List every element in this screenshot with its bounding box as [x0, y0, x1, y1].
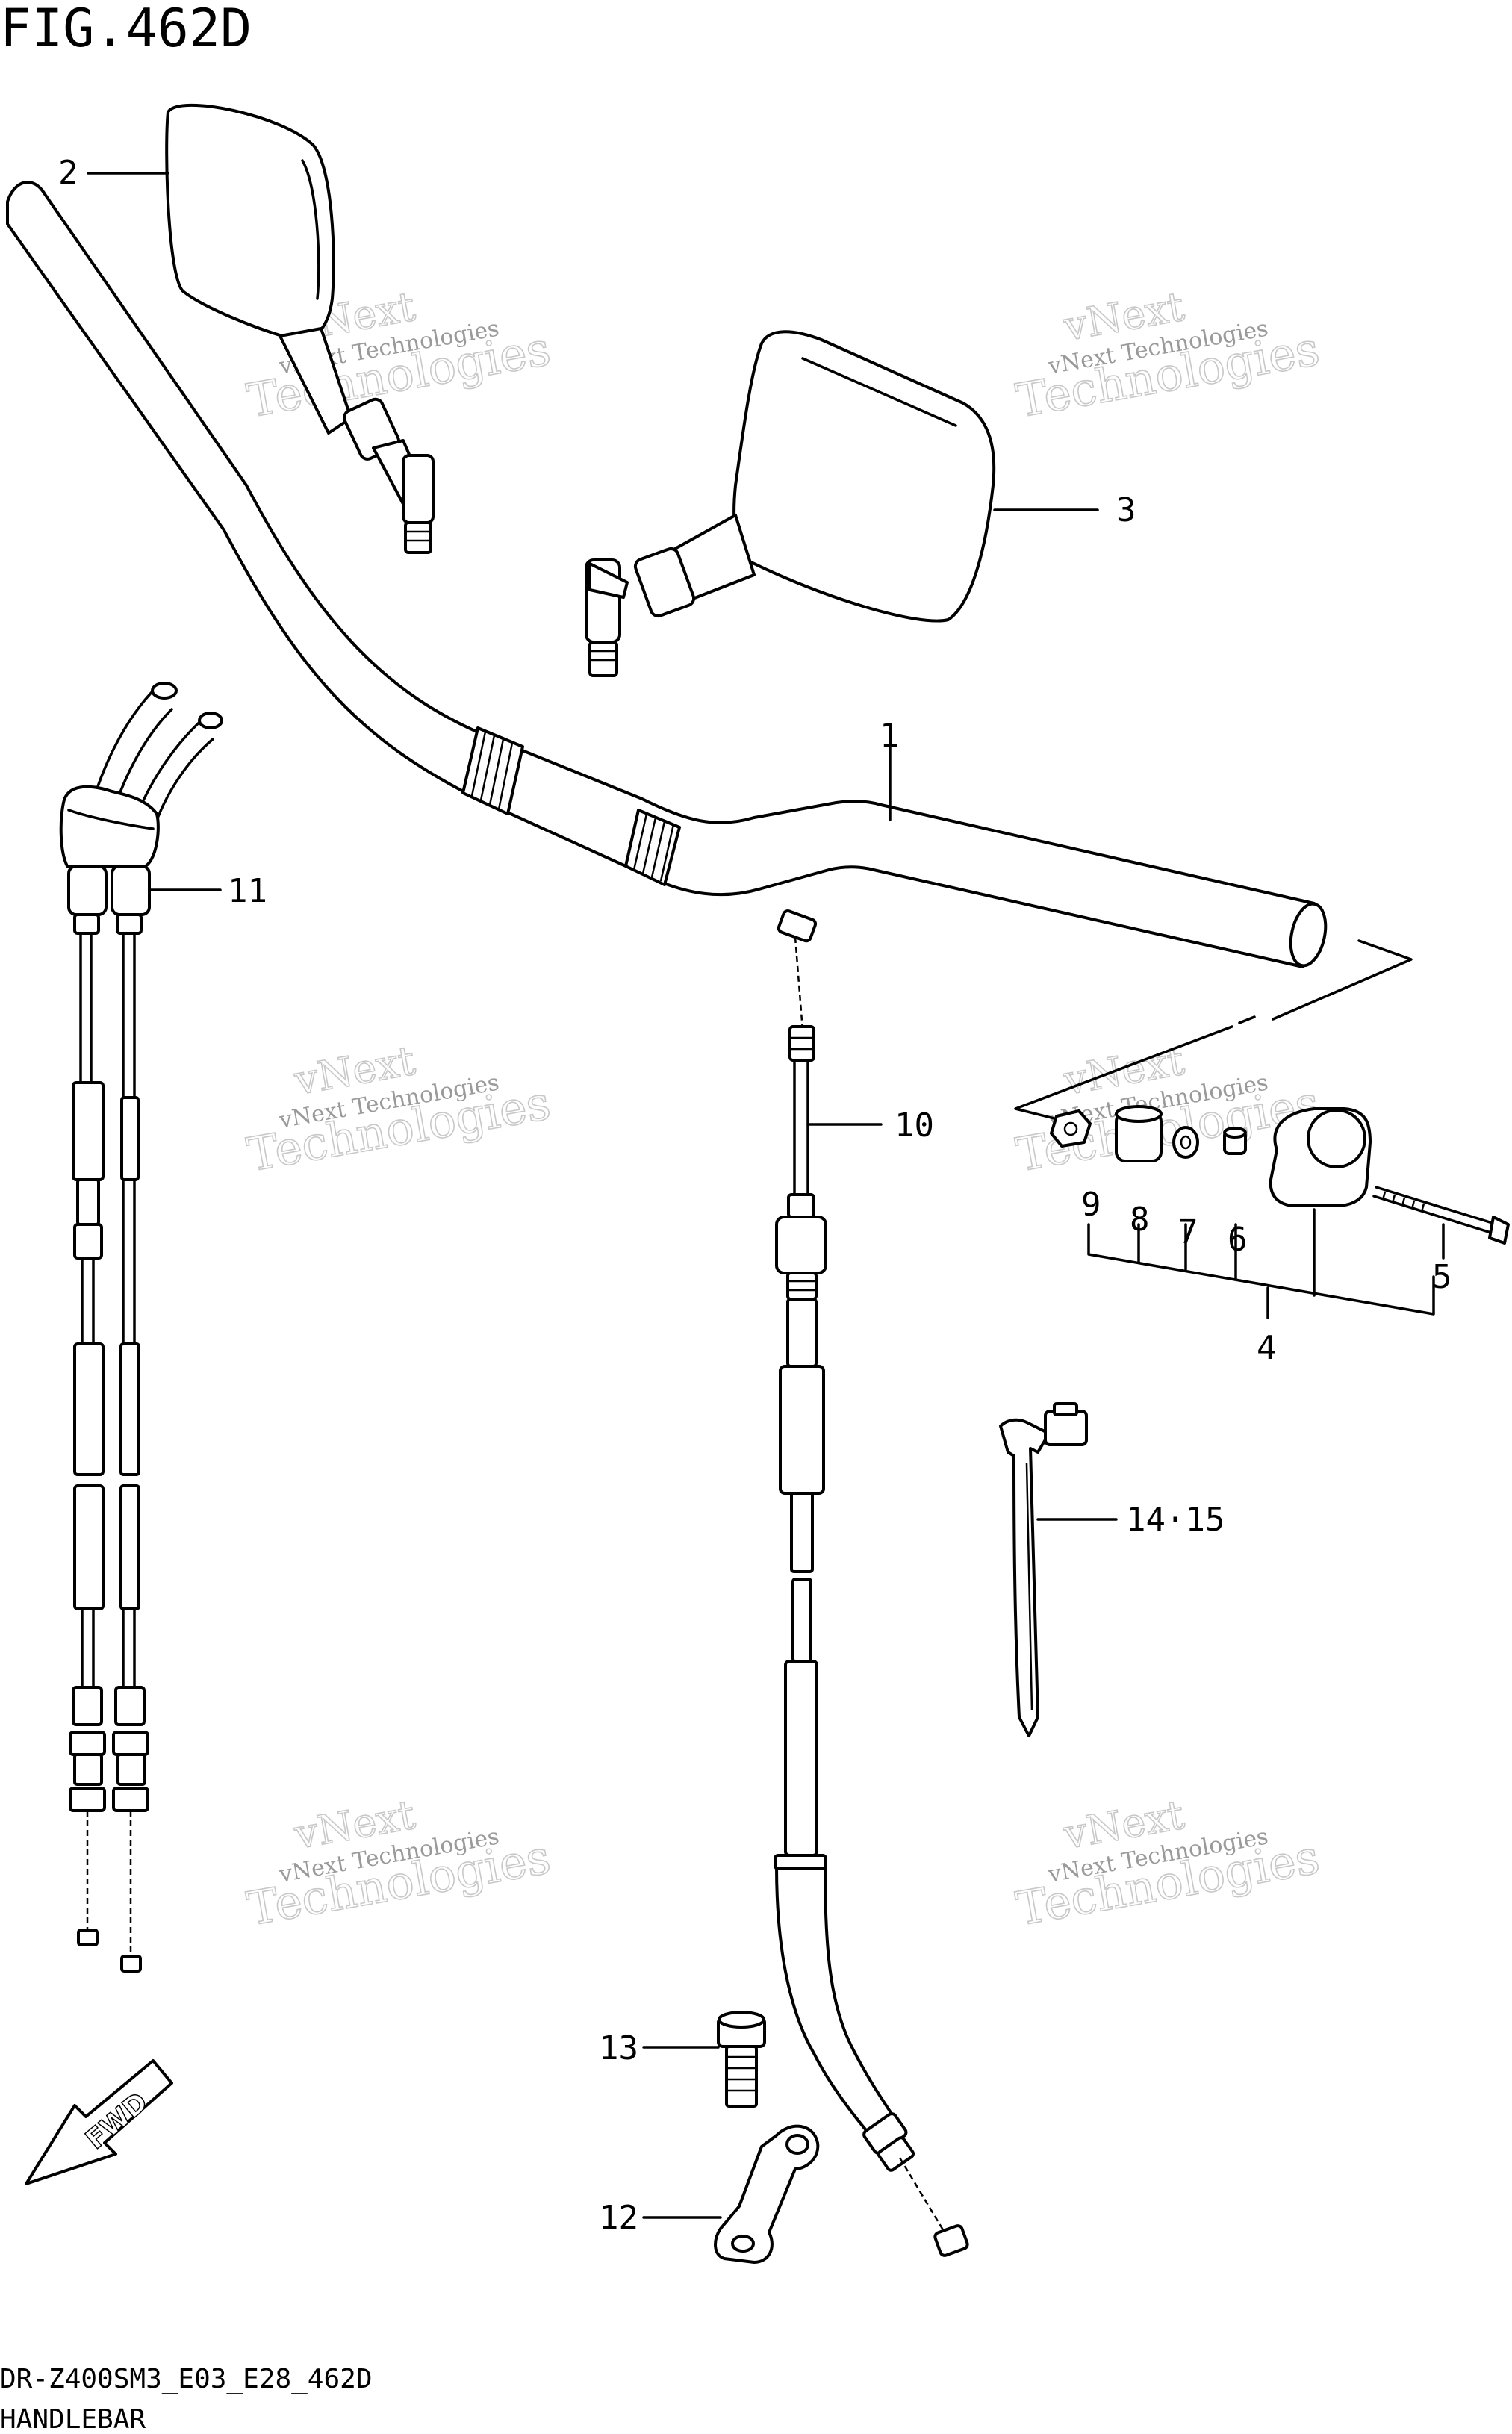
callout-1: 1 [880, 717, 900, 755]
cable-clamp [714, 2124, 820, 2264]
callout-7: 7 [1178, 1213, 1198, 1251]
callout-8: 8 [1130, 1201, 1150, 1239]
knurled-grip-band [461, 726, 524, 815]
figure-title: FIG.462D [0, 0, 252, 59]
knurled-grip-band [624, 809, 681, 886]
callout-5: 5 [1432, 1258, 1452, 1296]
callout-6: 6 [1228, 1221, 1248, 1259]
watermark: vNext vNext Technologies Technologies [1012, 282, 1324, 429]
throttle-cables [59, 682, 223, 1973]
left-mirror [165, 103, 435, 554]
rubber [1223, 1127, 1247, 1155]
bar-end-assembly [1014, 939, 1510, 1319]
watermark: vNext vNext Technologies Technologies [1012, 1790, 1324, 1937]
fwd-arrow: FWD [25, 2059, 173, 2185]
callout-10: 10 [895, 1106, 934, 1145]
bar-end-screw [1372, 1186, 1510, 1245]
washer [1172, 1126, 1199, 1159]
watermark: vNext vNext Technologies Technologies [243, 1036, 555, 1183]
callout-9: 9 [1081, 1186, 1101, 1224]
callout-14-15: 14·15 [1126, 1501, 1225, 1539]
callout-12: 12 [599, 2199, 638, 2237]
callout-4: 4 [1257, 1329, 1277, 1367]
right-mirror [585, 330, 996, 677]
handlebar [6, 181, 1328, 968]
callout-3: 3 [1116, 491, 1136, 529]
section-name: HANDLEBAR [0, 2404, 146, 2434]
watermark: vNext vNext Technologies Technologies [243, 1790, 555, 1937]
bolt [717, 2011, 766, 2108]
clutch-cable [774, 909, 969, 2257]
model-code: DR-Z400SM3_E03_E28_462D [0, 2364, 373, 2394]
cable-tie [999, 1402, 1088, 1737]
callout-13: 13 [599, 2029, 638, 2067]
balancer-weight [1269, 1107, 1372, 1207]
callout-2: 2 [58, 154, 78, 192]
nut [1050, 1109, 1092, 1148]
callout-11: 11 [228, 872, 267, 910]
collar [1115, 1105, 1163, 1162]
leader-lines [87, 172, 1445, 2219]
